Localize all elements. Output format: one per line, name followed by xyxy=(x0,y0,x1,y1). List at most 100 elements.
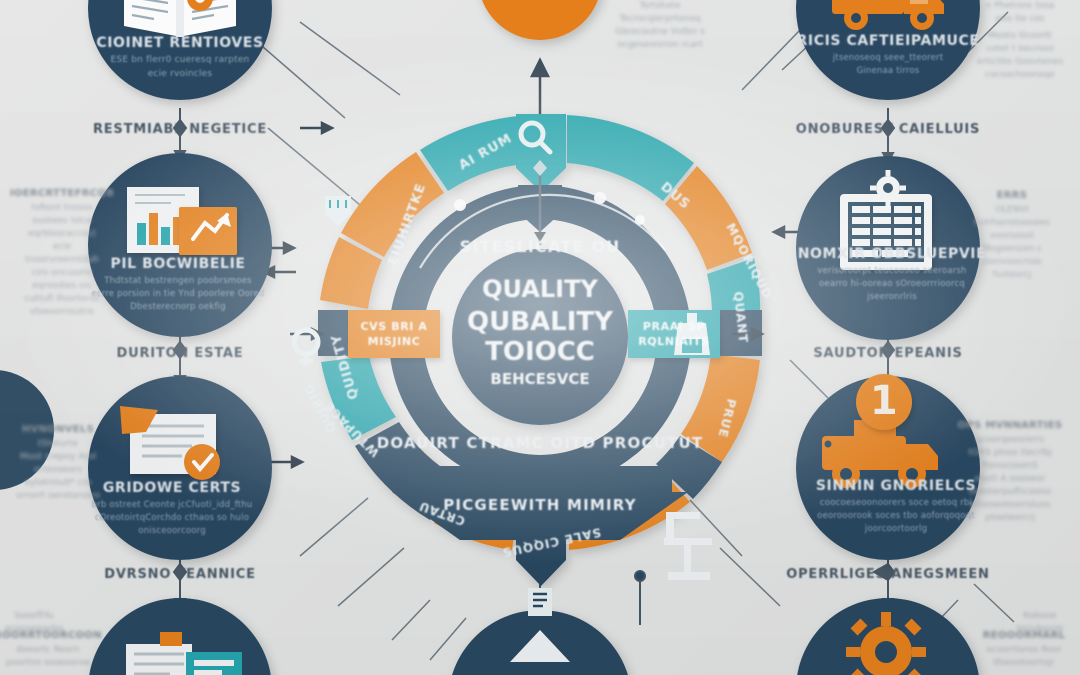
outside-right-1-title: ERRS xyxy=(997,190,1028,201)
outside-bottom-left-0: doeortc Reorn xyxy=(16,645,79,655)
outside-top-center-0: Tsrtshxte xyxy=(639,1,681,11)
magnifier-icon xyxy=(518,120,553,155)
outside-right-1-3: Mogeersion c xyxy=(982,244,1042,254)
core-line-3: BEHCESVCE xyxy=(490,370,589,388)
ring-segment-8[interactable] xyxy=(321,356,396,440)
outside-bottom-left-1: poortiro soseooroe xyxy=(6,658,91,668)
outside-top-right-4: ertictito Goovtenes xyxy=(977,57,1064,67)
ring-segment-5[interactable] xyxy=(681,354,760,462)
core-line-0: QUALITY xyxy=(482,275,598,303)
outside-left-1-5: ciro oncusete xyxy=(32,268,93,278)
outside-right-2-6: ptoeteorcrj xyxy=(985,513,1035,523)
node-body-bottom-right-2: joorcoortoorlg xyxy=(864,524,927,534)
node-body-top-right-0: jtsenoseoq seee_tteorert xyxy=(832,53,944,63)
ring-segment-3[interactable] xyxy=(320,237,382,309)
outside-top-right-2: Mooto tlcoortt xyxy=(988,31,1052,41)
outside-right-2-5: efooseotoorrsluos xyxy=(970,500,1051,510)
callout-box-left[interactable] xyxy=(348,310,440,358)
banner-mid-shape-l xyxy=(390,352,540,489)
outside-bottom-left-title: ROORRTOORCOON xyxy=(0,630,102,641)
connector-line xyxy=(254,39,346,119)
callout-left-line-0: CVS BRI A xyxy=(360,320,427,333)
outside-left-1-0: tsftont tnosss xyxy=(31,203,92,213)
callout-box-left-group[interactable] xyxy=(348,310,440,358)
doc-icon-segment xyxy=(528,588,552,616)
node-circle-top-right[interactable] xyxy=(796,0,980,100)
node-title-bottom-right: SINNIN GNORIELCS xyxy=(816,478,976,494)
callout-left-line-1: MISJINC xyxy=(368,335,421,348)
outside-right-1-1: hohfsenstoosees xyxy=(974,218,1050,228)
node-body-top-right-1: Ginenaa tirros xyxy=(857,66,920,76)
ring-segment-10[interactable] xyxy=(665,166,752,270)
outside-left-2-3: eylotrniuit* cro xyxy=(24,478,92,488)
outside-right-2-4: ooesterpufticooiss xyxy=(969,487,1052,497)
ring-segment-9[interactable] xyxy=(707,258,761,322)
outside-right-2-2: ftenocosenS xyxy=(982,461,1038,471)
truck-badge-icon: 1 xyxy=(822,374,938,488)
node-circle-left-edge xyxy=(0,370,54,490)
outside-right-2-1: tORS ptoss tlecrlbj xyxy=(968,448,1051,458)
node-body-mid-left-2: Dbesterecnorp oekfig xyxy=(130,302,226,312)
outside-left-1-7: cuttufl Ifoortorso xyxy=(24,294,100,304)
banner-top-shape-r xyxy=(540,185,690,322)
outside-right-1-0: OLENVI xyxy=(995,205,1028,215)
connector-label-left-2: DURITON ESTAE xyxy=(117,346,244,361)
node-circle-top-center[interactable] xyxy=(478,0,602,40)
bottom-center-node-icon xyxy=(510,630,570,662)
certificate-icon xyxy=(120,406,220,480)
node-body-mid-right-1: oearro hi-ooreao sOroeorrrioorcq xyxy=(819,279,965,289)
core-line-1: QUBALITY xyxy=(467,307,614,337)
outside-left-1-1: ousteev lolce xyxy=(32,216,92,226)
connector-label-left-3: DVRSNO TEANNICE xyxy=(104,567,256,582)
node-body-bottom-right-0: coocoeseoonoorers soce oetoq rbi xyxy=(820,498,972,508)
blueprint-icon xyxy=(664,512,712,580)
outside-left-2-1: Moot crepoy Arol xyxy=(20,452,96,462)
banner-labels: SITESLICATE OU DOAUIRT CTRAMC OITD PROCU… xyxy=(377,237,704,514)
callout-box-labels: CVS BRI A MISJINC PRAAI SP RQLNIAITS xyxy=(360,320,709,348)
outside-left-1-4: tnoorvreerntduh xyxy=(25,255,99,265)
outside-left-mid-0: tsoorfiYu xyxy=(15,611,54,621)
connector-label-left-1: RESTMIABE NEGETICE xyxy=(93,122,267,137)
callout-right-line-1: RQLNIAITS xyxy=(638,335,710,348)
outside-left-1-title: IOERCRTTEFRCQB xyxy=(10,188,114,199)
node-body-bottom-left-0: brb ostreet Ceonte jcCfuoti_idd_fthu xyxy=(92,500,253,510)
ring-segment-1[interactable] xyxy=(567,115,694,201)
banner-mid-shape xyxy=(540,352,690,489)
connector-label-right-2: SAUDTOR EPEANIS xyxy=(813,346,962,361)
outside-left-mid-1: ocproeoooho xyxy=(5,624,64,634)
outside-top-right-5: cocsochoonoqe xyxy=(985,70,1055,80)
svg-text:1: 1 xyxy=(870,378,898,424)
ring-segment-4b[interactable] xyxy=(656,436,722,499)
node-title-bottom-left: GRIDOWE CERTS xyxy=(103,480,241,496)
node-body-top-left-0: ESE bn flerr0 cueresq rarpten xyxy=(111,55,250,65)
ring-segment-2[interactable] xyxy=(341,152,444,257)
outside-top-right-0: n Phetrore tosa xyxy=(986,1,1055,11)
banner-top-shape xyxy=(390,185,540,322)
outside-bottom-right-1: tfoeostoortojr xyxy=(993,658,1055,668)
core-line-2: TOIOCC xyxy=(485,337,595,367)
outside-blocks: Tsrtshxte Tecrocqierprtonoq Gbrecoutne V… xyxy=(0,1,1066,668)
outside-right-2-title: OPS MVNNARTIES xyxy=(958,420,1063,431)
outside-top-center-1: Tecrocqierprtonoq xyxy=(618,14,700,24)
outside-left-2-2: orteoseors xyxy=(34,465,82,475)
node-title-top-left: CIOINET RENTIOVES xyxy=(96,35,263,51)
banner-bottom-label: PICGEEWITH MIMIRY xyxy=(443,496,637,514)
gauge-icon xyxy=(323,196,353,226)
banner-mid-label: DOAUIRT CTRAMC OITD PROCUTUT xyxy=(377,434,704,452)
ring-segment-0[interactable] xyxy=(420,114,540,191)
node-body-mid-right-0: verisoroorpt teucooseo seeroarsh xyxy=(817,266,966,276)
outside-right-1-2: eooroosol xyxy=(990,231,1034,241)
outside-left-1-3: ecle xyxy=(53,242,72,252)
outside-right-mid-0: Kobooe xyxy=(1023,611,1057,621)
node-body-top-left-1: ecie rvoincles xyxy=(148,69,213,79)
node-labels: CIOINET RENTIOVES ESE bn flerr0 cueresq … xyxy=(91,33,985,536)
outside-left-2-title: HVNONVELS xyxy=(22,424,94,435)
outside-bottom-right-title: REOOORMARL xyxy=(983,630,1066,641)
gear-icon-bottom xyxy=(846,612,926,675)
outside-right-1-4: joonvoocrsso xyxy=(981,257,1042,267)
gear-icon xyxy=(870,170,906,206)
outside-top-right-3: cotet t becroso xyxy=(986,44,1054,54)
flask-icon xyxy=(674,313,710,355)
inner-ring-group xyxy=(390,185,690,540)
